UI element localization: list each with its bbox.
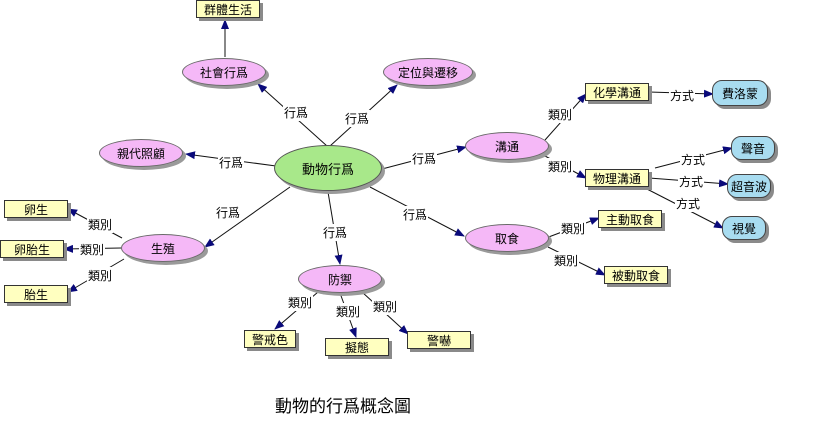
node-pheromone: 費洛蒙 [712, 80, 768, 106]
link-label-behavior: 行爲 [218, 154, 245, 171]
link-label-behavior: 行爲 [283, 104, 310, 121]
link-label-behavior: 行爲 [322, 224, 349, 241]
diagram-caption: 動物的行爲概念圖 [275, 397, 411, 417]
node-social-behavior: 社會行爲 [182, 58, 266, 86]
node-animal-behavior: 動物行爲 [274, 145, 382, 191]
link-label-category: 類別 [560, 220, 587, 237]
node-group-life: 群體生活 [196, 0, 260, 18]
link-label-category: 類別 [547, 106, 574, 123]
link-label-category: 類別 [372, 298, 399, 315]
node-chemical-communication: 化學溝通 [585, 83, 649, 101]
edge-center-to-reproduction [204, 186, 291, 248]
link-label-category: 類別 [87, 267, 114, 284]
node-reproduction: 生殖 [121, 234, 205, 262]
link-label-category: 類別 [87, 216, 114, 233]
node-passive-feeding: 被動取食 [604, 266, 668, 284]
node-ultrasound: 超音波 [727, 174, 771, 198]
node-navigation-migration: 定位與遷移 [383, 58, 473, 86]
node-parental-care: 親代照顧 [99, 139, 183, 167]
link-label-category: 類別 [547, 158, 574, 175]
link-label-category: 類別 [335, 303, 362, 320]
link-label-behavior: 行爲 [344, 110, 371, 127]
node-communication: 溝通 [465, 132, 549, 160]
node-feeding: 取食 [465, 224, 549, 252]
link-label-behavior: 行爲 [402, 206, 429, 223]
link-label-behavior: 行爲 [411, 150, 438, 167]
link-label-category: 類別 [287, 294, 314, 311]
link-label-category: 類別 [553, 252, 580, 269]
node-defense: 防禦 [298, 265, 382, 293]
link-label-method: 方式 [675, 195, 702, 212]
node-warning-color: 警戒色 [244, 330, 296, 348]
link-label-category: 類別 [79, 241, 106, 258]
node-alarm-call: 警嚇 [407, 331, 471, 349]
node-vision: 視覺 [722, 216, 766, 240]
link-label-method: 方式 [680, 151, 707, 168]
node-physical-communication: 物理溝通 [585, 169, 649, 187]
link-label-method: 方式 [678, 173, 705, 190]
node-oviparous: 卵生 [4, 200, 68, 218]
node-active-feeding: 主動取食 [598, 210, 662, 228]
link-label-method: 方式 [669, 87, 696, 104]
node-mimicry: 擬態 [325, 338, 389, 356]
node-sound: 聲音 [731, 136, 775, 160]
node-viviparous: 胎生 [4, 285, 68, 303]
node-ovoviviparous: 卵胎生 [0, 240, 64, 258]
link-label-behavior: 行爲 [215, 204, 242, 221]
